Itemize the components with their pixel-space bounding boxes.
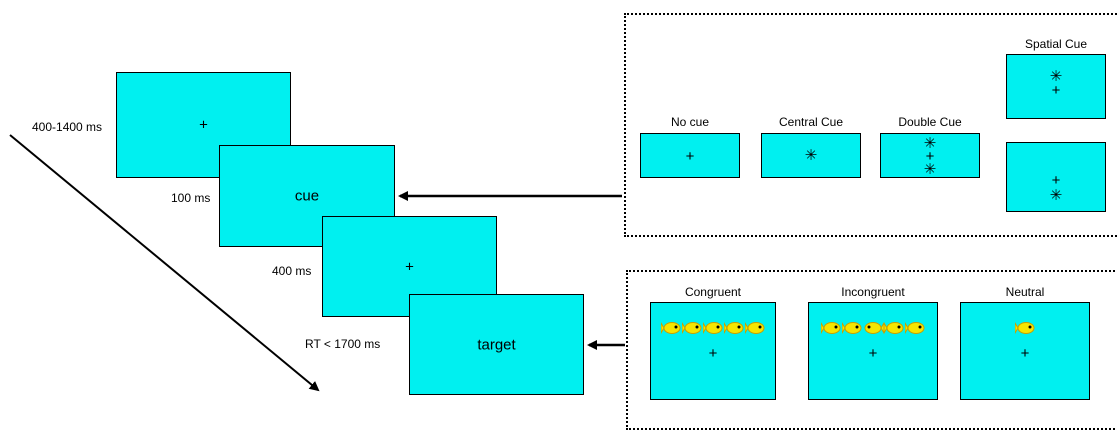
target-text: target: [477, 336, 516, 353]
spatial-cue-upper-star: ✳: [1049, 68, 1063, 85]
fish-icon: [883, 322, 903, 334]
spatial-cue-upper-fixation: +: [1051, 82, 1061, 99]
neutral-screen: +: [960, 302, 1090, 400]
cue-conditions-panel: [624, 13, 1117, 237]
no-cue-screen: +: [640, 133, 740, 178]
double-cue-star-bottom: ✳: [923, 161, 937, 178]
neutral-fixation: +: [1020, 345, 1030, 362]
fish-icon: [660, 322, 680, 334]
spatial-cue-label: Spatial Cue: [1024, 37, 1088, 51]
no-cue-label: No cue: [670, 115, 710, 129]
spatial-cue-lower-star: ✳: [1049, 187, 1063, 204]
spatial-cue-lower-screen: + ✳: [1006, 142, 1106, 212]
double-cue-label: Double Cue: [898, 115, 962, 129]
central-cue-star: ✳: [804, 147, 818, 164]
spatial-cue-lower-fixation: +: [1051, 172, 1061, 189]
incongruent-flanker-row: [809, 321, 937, 335]
spatial-cue-upper-screen: ✳ +: [1006, 54, 1106, 119]
central-cue-label: Central Cue: [778, 115, 844, 129]
congruent-flanker-row: [651, 321, 775, 335]
double-cue-star-top: ✳: [923, 135, 937, 152]
fish-icon: [702, 322, 722, 334]
target-screen: target: [409, 294, 584, 395]
arrows-layer: [9, 134, 625, 392]
cue-text: cue: [294, 187, 320, 205]
time-axis-arrow: [9, 134, 320, 392]
fish-icon: [820, 322, 840, 334]
incongruent-label: Incongruent: [841, 285, 905, 299]
fish-icon: [904, 322, 924, 334]
double-cue-screen: ✳ + ✳: [880, 133, 980, 178]
duration-fixation-label: 400-1400 ms: [32, 120, 103, 134]
fish-icon: [744, 322, 764, 334]
congruent-screen: +: [650, 302, 776, 400]
central-cue-screen: ✳: [761, 133, 861, 178]
congruent-fixation: +: [708, 345, 718, 362]
no-cue-fixation: +: [685, 148, 695, 165]
neutral-label: Neutral: [1005, 285, 1045, 299]
fish-icon: [864, 322, 884, 334]
fish-icon: [681, 322, 701, 334]
fish-icon: [723, 322, 743, 334]
cue-screen: cue: [219, 145, 395, 247]
congruent-label: Congruent: [684, 285, 742, 299]
duration-cue-label: 100 ms: [171, 191, 211, 205]
incongruent-screen: +: [808, 302, 938, 400]
fish-icon: [841, 322, 861, 334]
duration-interval-label: 400 ms: [272, 264, 312, 278]
double-cue-fixation: +: [925, 148, 935, 165]
neutral-target-row: [961, 321, 1089, 335]
fish-icon: [1014, 322, 1034, 334]
fixation-cross: +: [199, 116, 208, 134]
incongruent-fixation: +: [868, 345, 878, 362]
interval-fixation-cross: +: [405, 258, 414, 275]
duration-target-label: RT < 1700 ms: [305, 337, 381, 351]
